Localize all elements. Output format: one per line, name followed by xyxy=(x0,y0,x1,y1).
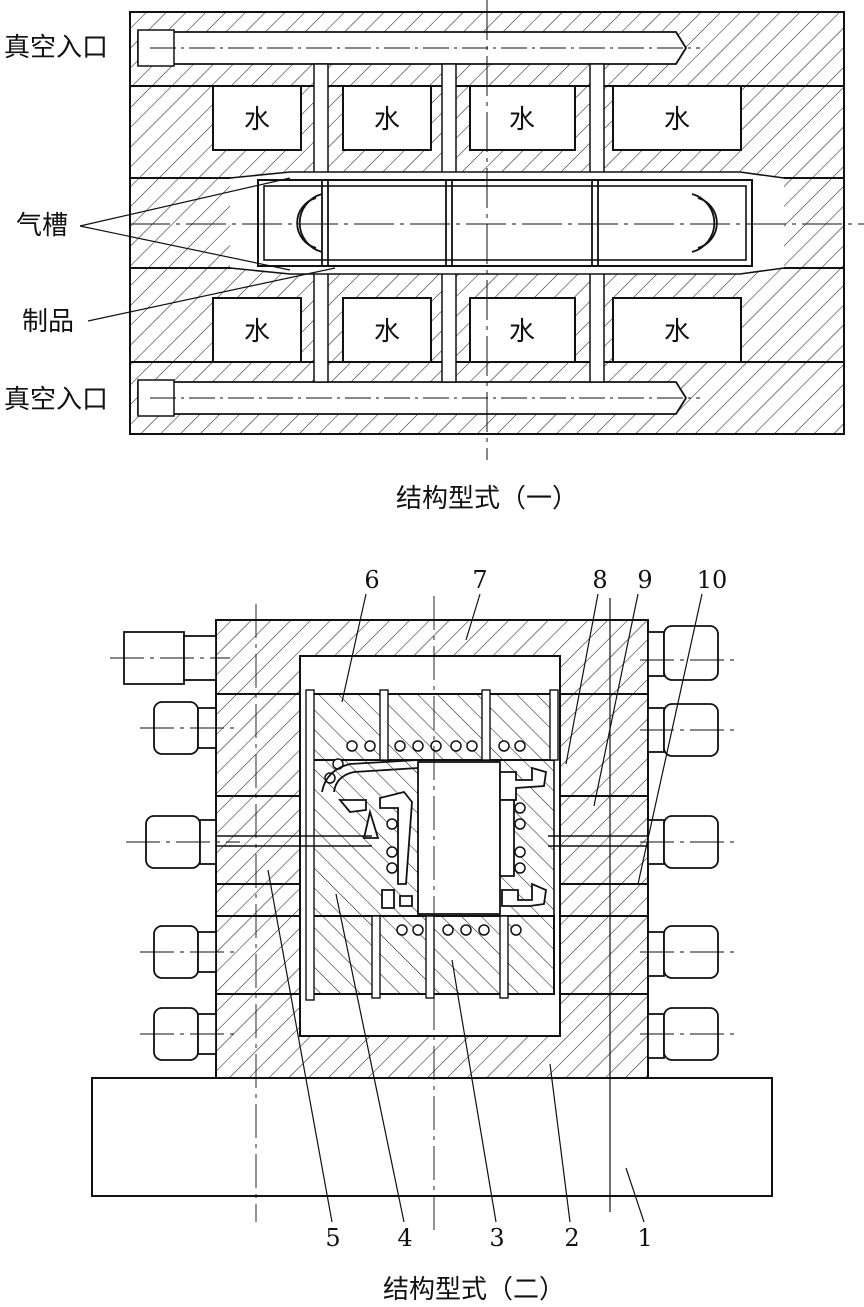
part-leader-lines xyxy=(267,593,703,1223)
water-label-bottom-4: 水 xyxy=(664,317,690,347)
vertical-bores xyxy=(313,63,605,383)
figure-1: 真空入口 真空入口 气槽 制品 水 水 水 水 水 水 水 水 结构型式（一） xyxy=(4,0,864,514)
part-number-5: 5 xyxy=(325,1224,340,1252)
water-channels-top xyxy=(212,85,742,151)
part-number-3: 3 xyxy=(489,1224,504,1252)
product-cavity xyxy=(229,171,785,275)
water-label-top-1: 水 xyxy=(244,105,270,135)
vacuum-inlet-bottom-label: 真空入口 xyxy=(4,385,108,415)
water-label-top-3: 水 xyxy=(509,105,535,135)
part-number-7: 7 xyxy=(472,566,487,594)
part-number-1: 1 xyxy=(637,1224,652,1252)
part-number-6: 6 xyxy=(364,566,379,594)
air-groove-label: 气槽 xyxy=(16,211,68,241)
part-number-10: 10 xyxy=(697,566,728,594)
water-label-bottom-3: 水 xyxy=(509,317,535,347)
figure-2-caption: 结构型式（二） xyxy=(383,1275,565,1305)
figure-2: 6 7 8 9 10 5 4 3 2 1 结构型式（二） xyxy=(91,566,773,1305)
product-profile xyxy=(321,759,548,909)
cooling-holes xyxy=(324,740,526,936)
base-plate xyxy=(91,1077,773,1197)
vacuum-channel-bottom xyxy=(137,379,700,417)
water-label-top-4: 水 xyxy=(664,105,690,135)
vacuum-channel-top xyxy=(137,29,700,67)
water-channels-bottom xyxy=(212,297,742,363)
figure-1-caption: 结构型式（一） xyxy=(396,484,578,514)
leader-lines xyxy=(79,177,336,322)
product-label: 制品 xyxy=(22,307,74,337)
part-number-4: 4 xyxy=(397,1224,412,1252)
water-label-bottom-2: 水 xyxy=(374,317,400,347)
water-label-bottom-1: 水 xyxy=(244,317,270,347)
part-number-8: 8 xyxy=(592,566,607,594)
part-number-2: 2 xyxy=(564,1224,579,1252)
vacuum-inlet-top-label: 真空入口 xyxy=(4,33,108,63)
water-label-top-2: 水 xyxy=(374,105,400,135)
part-number-9: 9 xyxy=(637,566,652,594)
